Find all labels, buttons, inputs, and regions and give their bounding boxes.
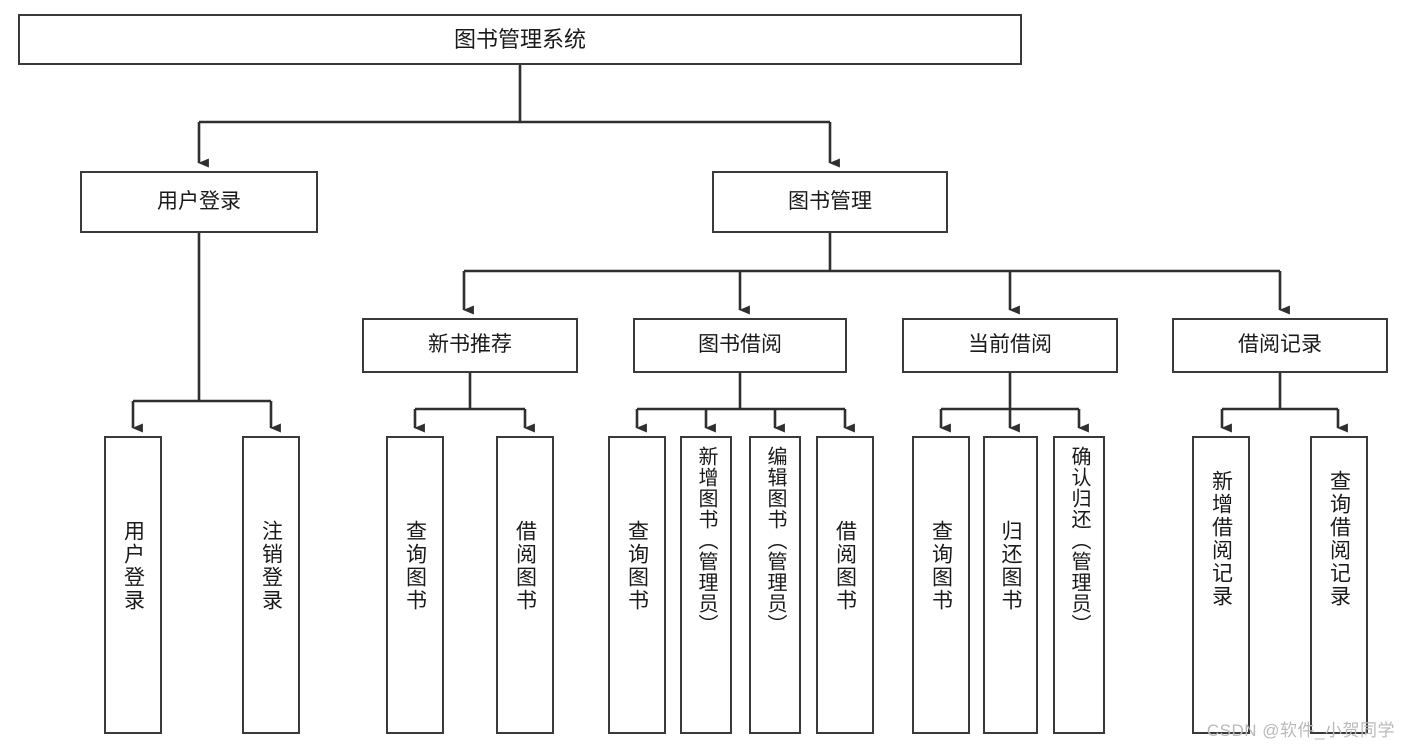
node-leaf-query-book-1[interactable]: 查询图书 [386, 436, 444, 734]
node-borrow-record[interactable]: 借阅记录 [1172, 318, 1388, 373]
node-new-book-recommend[interactable]: 新书推荐 [362, 318, 578, 373]
node-leaf-query-book-1-label: 查询图书 [403, 520, 427, 612]
node-leaf-edit-book-label: 编辑图书（管理员） [764, 446, 786, 635]
node-leaf-add-record[interactable]: 新增借阅记录 [1192, 436, 1250, 734]
node-leaf-logout[interactable]: 注销登录 [242, 436, 300, 734]
node-leaf-borrow-book-1-label: 借阅图书 [513, 520, 537, 612]
node-leaf-user-login[interactable]: 用户登录 [104, 436, 162, 734]
node-user-login-label: 用户登录 [157, 189, 241, 213]
node-leaf-return-book-label: 归还图书 [999, 520, 1022, 612]
node-book-management-label: 图书管理 [788, 189, 872, 213]
node-leaf-add-record-label: 新增借阅记录 [1209, 470, 1233, 608]
node-leaf-query-record[interactable]: 查询借阅记录 [1310, 436, 1368, 734]
node-root-label: 图书管理系统 [453, 26, 586, 52]
node-root[interactable]: 图书管理系统 [18, 14, 1022, 65]
node-leaf-borrow-book-2[interactable]: 借阅图书 [816, 436, 874, 734]
node-new-book-recommend-label: 新书推荐 [428, 333, 512, 357]
node-book-borrow[interactable]: 图书借阅 [633, 318, 847, 373]
node-leaf-return-book[interactable]: 归还图书 [983, 436, 1038, 734]
csdn-watermark: CSDN @软件_小贺同学 [1206, 721, 1395, 740]
node-leaf-borrow-book-2-label: 借阅图书 [833, 520, 857, 612]
node-current-borrow-label: 当前借阅 [968, 333, 1052, 357]
node-leaf-query-book-3[interactable]: 查询图书 [912, 436, 970, 734]
node-leaf-logout-label: 注销登录 [259, 520, 283, 612]
node-leaf-edit-book[interactable]: 编辑图书（管理员） [749, 436, 801, 734]
node-leaf-add-book-label: 新增图书（管理员） [695, 446, 717, 635]
node-leaf-confirm-return-label: 确认归还（管理员） [1068, 446, 1090, 635]
node-leaf-confirm-return[interactable]: 确认归还（管理员） [1053, 436, 1105, 734]
node-leaf-query-book-2[interactable]: 查询图书 [608, 436, 666, 734]
node-leaf-query-book-3-label: 查询图书 [929, 520, 953, 612]
node-book-borrow-label: 图书借阅 [698, 333, 782, 357]
node-leaf-query-record-label: 查询借阅记录 [1327, 470, 1351, 608]
node-leaf-query-book-2-label: 查询图书 [625, 520, 649, 612]
node-leaf-borrow-book-1[interactable]: 借阅图书 [496, 436, 554, 734]
node-current-borrow[interactable]: 当前借阅 [902, 318, 1118, 373]
node-book-management[interactable]: 图书管理 [712, 171, 948, 233]
node-user-login[interactable]: 用户登录 [80, 171, 318, 233]
node-leaf-add-book[interactable]: 新增图书（管理员） [680, 436, 732, 734]
node-leaf-user-login-label: 用户登录 [121, 520, 145, 612]
node-borrow-record-label: 借阅记录 [1238, 333, 1322, 357]
